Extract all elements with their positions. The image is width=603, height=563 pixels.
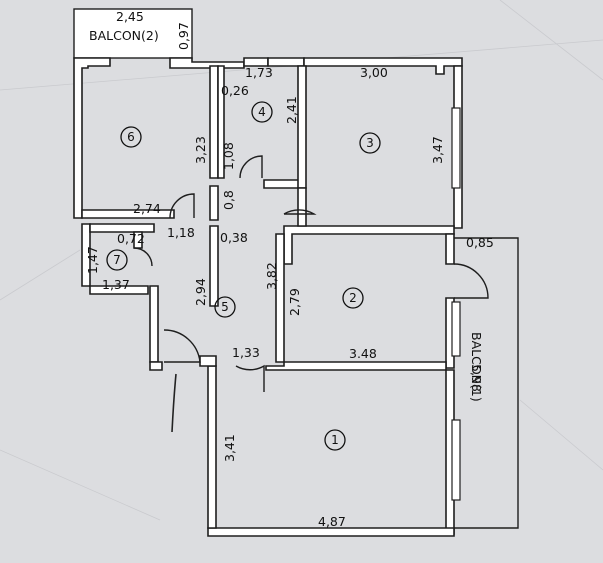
wall-r6-r4 (209, 65, 219, 179)
top-wall-r4 (267, 57, 305, 67)
top-wall-r3 (303, 57, 463, 75)
wall-corridor-left (209, 225, 219, 307)
balcony-1 (454, 237, 519, 529)
dim-r3-height: 3,47 (430, 136, 445, 164)
balcony-1-label: BALCON(1) (469, 332, 484, 402)
balcony-2-label: BALCON(2) (89, 28, 159, 43)
room-markers (106, 101, 381, 451)
room5-number: 5 (221, 300, 229, 314)
door-r1 (235, 364, 265, 392)
dim-balcony1-length: 5,98 (469, 364, 484, 392)
wall-r3-r2 (283, 225, 455, 265)
window-r1 (451, 419, 461, 501)
room7-number: 7 (113, 253, 121, 267)
room2-circle (342, 287, 364, 309)
room6-number: 6 (127, 130, 135, 144)
room5-circle (214, 296, 236, 318)
dim-door-width: 1,18 (167, 225, 195, 240)
entrance-left (149, 361, 163, 371)
dim-r1-width: 4,87 (318, 514, 346, 529)
dim-r6-height: 3,23 (193, 136, 208, 164)
dim-balcony2-width: 2,45 (116, 9, 144, 24)
dimension-labels: 2,45 1,73 0,26 3,00 2,74 1,18 0,38 0,72 … (85, 9, 494, 529)
dim-r4-height: 2,41 (284, 96, 299, 124)
room3-number: 3 (366, 136, 374, 150)
wall-r3-left (297, 187, 307, 227)
wall-corridor-r2 (275, 233, 285, 363)
dim-corridor-height: 3,82 (264, 262, 279, 290)
door-r4 (239, 155, 263, 179)
wall-r6-corridor (209, 185, 219, 221)
entrance-arrow-icon (171, 373, 177, 433)
dim-r7-niche: 0,72 (117, 231, 145, 246)
door-r7 (133, 247, 153, 267)
dim-r7-height: 1,47 (85, 246, 100, 274)
doors (133, 155, 489, 392)
room6-circle (120, 126, 142, 148)
right-wall-r2-top (445, 233, 455, 265)
entrance-right (199, 355, 217, 367)
dim-r1-height: 3,41 (222, 434, 237, 462)
dim-r4-width: 1,73 (245, 65, 273, 80)
wall-r4-r3 (297, 65, 307, 189)
wall-r7-corridor (149, 285, 159, 363)
room1-circle (324, 429, 346, 451)
room2-number: 2 (349, 291, 357, 305)
wall-r4-left (217, 65, 225, 179)
dim-r3-width: 3,00 (360, 65, 388, 80)
wall-r2-r1 (265, 361, 447, 371)
dim-r2-width: 3.48 (349, 346, 377, 361)
dim-balcony2-depth: 0,97 (176, 22, 191, 50)
dim-r6-width: 2,74 (133, 201, 161, 216)
room-numbers: 1 2 3 4 5 6 7 (113, 105, 374, 447)
bottom-wall-r1 (207, 527, 455, 537)
bottom-wall-r7 (89, 285, 149, 295)
room6-left-wall (73, 57, 111, 219)
dim-r7-width: 1,37 (102, 277, 130, 292)
top-wall-mid (169, 57, 245, 69)
window-r2 (451, 301, 461, 357)
balcony-2 (73, 8, 193, 59)
dim-room5-height: 2,94 (193, 278, 208, 306)
inner-r7 (133, 231, 143, 249)
room1-number: 1 (331, 433, 339, 447)
dim-corridor-niche: 0,8 (221, 190, 236, 210)
room7-circle (106, 249, 128, 271)
door-balcony (453, 263, 489, 299)
room4-number: 4 (258, 105, 266, 119)
window-r3 (451, 107, 461, 189)
door-r3 (283, 209, 317, 215)
top-wall-r7 (89, 223, 155, 233)
dim-corridor-gap: 0,38 (220, 230, 248, 245)
room3-circle (359, 132, 381, 154)
dim-r4-niche: 0,26 (221, 83, 249, 98)
outer-walls (73, 8, 519, 537)
left-wall-r1 (207, 365, 217, 529)
dim-r2-height: 2,79 (287, 288, 302, 316)
dim-r4-door-height: 1,08 (221, 142, 236, 170)
bottom-wall-r6 (81, 209, 175, 219)
dim-corridor-width: 1,33 (232, 345, 260, 360)
dim-balcony1-width: 0,85 (466, 235, 494, 250)
door-entrance (163, 329, 201, 363)
door-r6 (169, 193, 195, 219)
room4-circle (251, 101, 273, 123)
